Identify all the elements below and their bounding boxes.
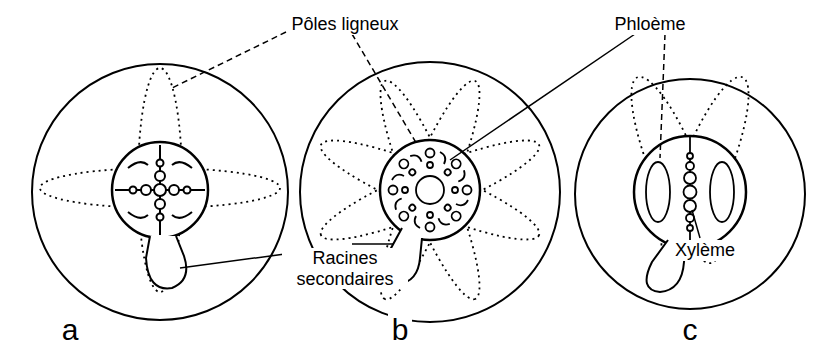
stele [380, 140, 480, 240]
figure-letter: b [388, 313, 413, 348]
part-label: Pôles ligneux [288, 14, 401, 35]
part-label: Phloème [611, 14, 688, 35]
figure-letter: a [58, 313, 83, 348]
root-outline [32, 64, 288, 320]
part-label: Xylème [672, 240, 738, 261]
root-outline [575, 79, 805, 309]
phloem [710, 162, 734, 222]
stele [112, 142, 208, 238]
figure-letter: c [679, 313, 702, 348]
phloem [646, 162, 670, 222]
leader-lines [172, 32, 700, 268]
secondary-root [146, 236, 186, 288]
stele [634, 136, 746, 248]
part-label: Racines secondaires [282, 248, 408, 289]
